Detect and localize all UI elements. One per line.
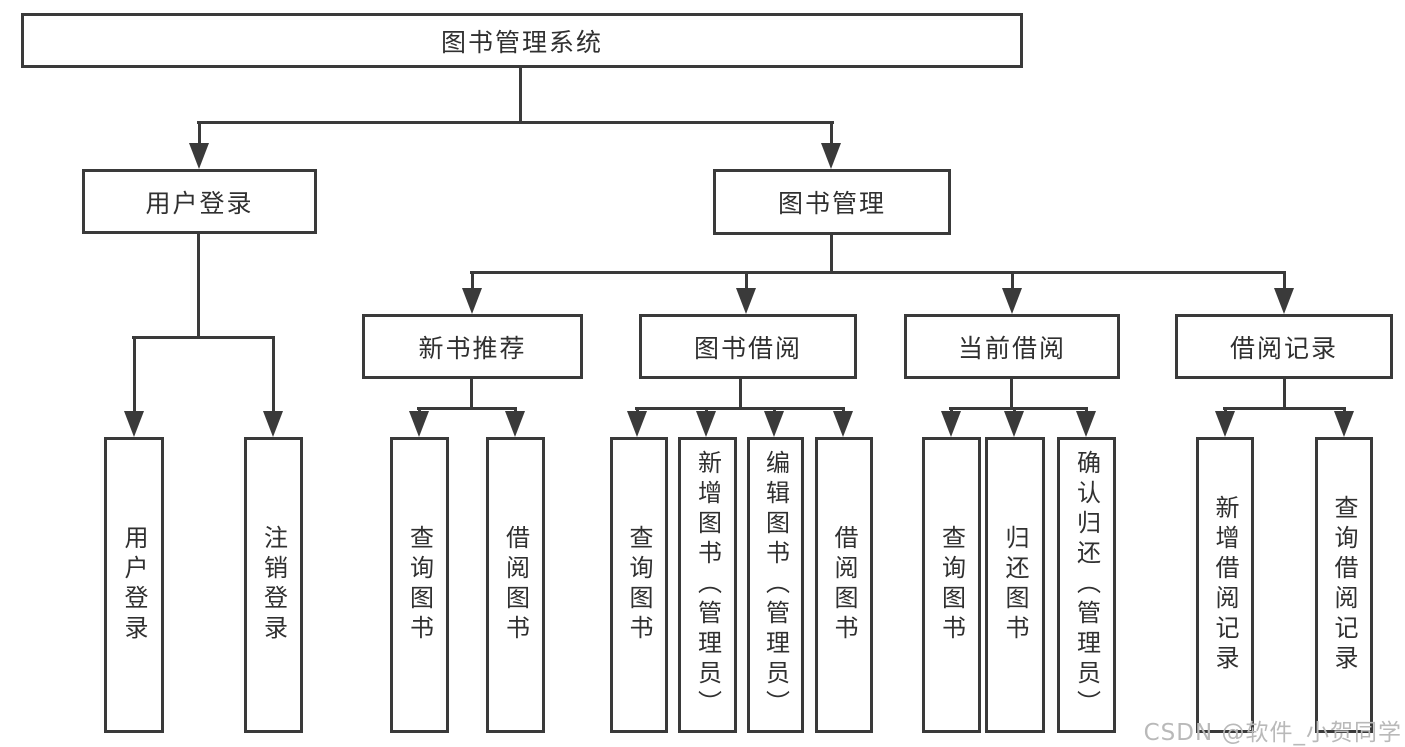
connector-bookmgmt-drop-3 bbox=[1011, 271, 1014, 291]
leaf-borrow-book: 借阅图书 bbox=[815, 437, 873, 733]
leaf-logout: 注销登录 bbox=[244, 437, 303, 733]
leaf-query-book-current: 查询图书 bbox=[922, 437, 981, 733]
arrowhead-book-management bbox=[821, 143, 841, 169]
node-current-borrow: 当前借阅 bbox=[904, 314, 1120, 379]
leaf-borrow-book-recommend: 借阅图书 bbox=[486, 437, 545, 733]
arrowhead-borrow-record bbox=[1274, 288, 1294, 314]
connector-userlogin-drop-left bbox=[133, 336, 136, 414]
arrowhead-leaf-return-book bbox=[1004, 411, 1024, 437]
node-borrow-record: 借阅记录 bbox=[1175, 314, 1393, 379]
connector-borrowrecord-bar bbox=[1223, 407, 1346, 410]
arrowhead-leaf-query-book-recommend bbox=[409, 411, 429, 437]
connector-root-bar bbox=[197, 121, 834, 124]
leaf-return-book: 归还图书 bbox=[985, 437, 1045, 733]
leaf-confirm-return-admin: 确认归还（管理员） bbox=[1057, 437, 1116, 733]
connector-userlogin-bar bbox=[132, 336, 275, 339]
node-user-login: 用户登录 bbox=[82, 169, 317, 234]
node-new-book-recommend: 新书推荐 bbox=[362, 314, 583, 379]
arrowhead-leaf-borrow-book-recommend bbox=[505, 411, 525, 437]
leaf-add-borrow-record: 新增借阅记录 bbox=[1196, 437, 1254, 733]
connector-userlogin-drop-right bbox=[272, 336, 275, 414]
arrowhead-leaf-logout bbox=[263, 411, 283, 437]
connector-bookborrow-stem bbox=[739, 377, 742, 409]
connector-bookborrow-bar bbox=[635, 407, 845, 410]
csdn-watermark: CSDN @软件_小贺同学 bbox=[1143, 720, 1402, 746]
connector-root-drop-right bbox=[830, 121, 833, 146]
connector-bookmgmt-drop-1 bbox=[471, 271, 474, 291]
connector-bookmgmt-drop-4 bbox=[1283, 271, 1286, 291]
arrowhead-leaf-query-book-current bbox=[941, 411, 961, 437]
arrowhead-user-login bbox=[189, 143, 209, 169]
leaf-add-book-admin: 新增图书（管理员） bbox=[678, 437, 737, 733]
connector-root-stem bbox=[519, 67, 522, 123]
connector-currentborrow-stem bbox=[1010, 377, 1013, 409]
arrowhead-leaf-query-borrow-record bbox=[1334, 411, 1354, 437]
connector-bookmgmt-stem bbox=[830, 234, 833, 273]
connector-borrowrecord-stem bbox=[1283, 377, 1286, 409]
arrowhead-leaf-confirm-return bbox=[1076, 411, 1096, 437]
connector-currentborrow-bar bbox=[949, 407, 1088, 410]
connector-newbook-stem bbox=[470, 377, 473, 409]
arrowhead-leaf-edit-book bbox=[764, 411, 784, 437]
leaf-user-login: 用户登录 bbox=[104, 437, 164, 733]
connector-newbook-bar bbox=[417, 407, 517, 410]
arrowhead-current-borrow bbox=[1002, 288, 1022, 314]
node-book-management: 图书管理 bbox=[713, 169, 951, 235]
node-root-library-system: 图书管理系统 bbox=[21, 13, 1023, 68]
arrowhead-new-book-recommend bbox=[462, 288, 482, 314]
leaf-query-book-borrow: 查询图书 bbox=[610, 437, 668, 733]
connector-root-drop-left bbox=[198, 121, 201, 146]
arrowhead-leaf-add-book bbox=[696, 411, 716, 437]
node-book-borrow: 图书借阅 bbox=[639, 314, 857, 379]
arrowhead-book-borrow bbox=[736, 288, 756, 314]
arrowhead-leaf-borrow-book bbox=[833, 411, 853, 437]
connector-bookmgmt-drop-2 bbox=[745, 271, 748, 291]
arrowhead-leaf-query-book-borrow bbox=[627, 411, 647, 437]
connector-userlogin-stem bbox=[197, 232, 200, 338]
leaf-edit-book-admin: 编辑图书（管理员） bbox=[747, 437, 804, 733]
leaf-query-book-recommend: 查询图书 bbox=[390, 437, 449, 733]
arrowhead-leaf-add-borrow-record bbox=[1215, 411, 1235, 437]
arrowhead-leaf-user-login bbox=[124, 411, 144, 437]
connector-bookmgmt-bar bbox=[470, 271, 1286, 274]
leaf-query-borrow-record: 查询借阅记录 bbox=[1315, 437, 1373, 733]
